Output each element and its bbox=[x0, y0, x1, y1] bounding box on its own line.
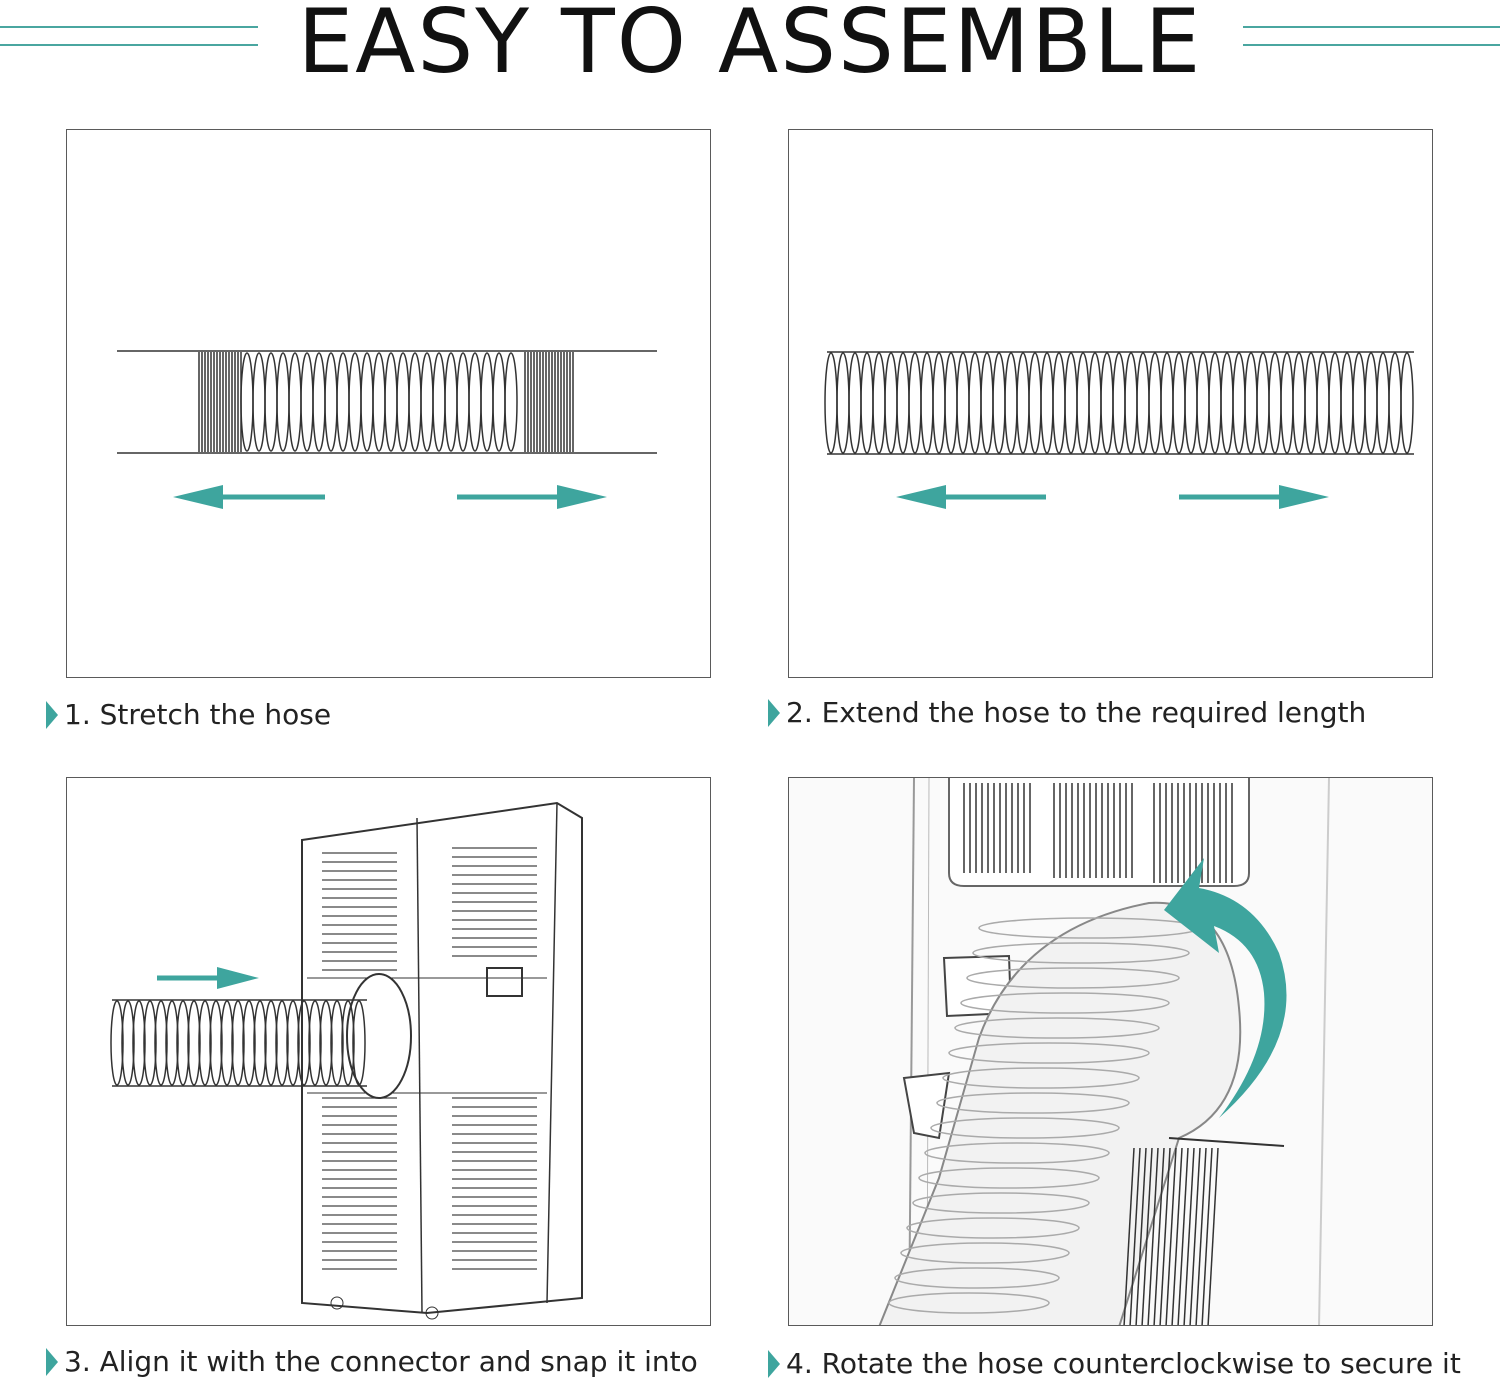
arrow-right-icon bbox=[1179, 485, 1329, 509]
step-marker-icon bbox=[768, 698, 780, 727]
air-conditioner-unit-drawing bbox=[110, 801, 583, 1320]
arrow-left-icon bbox=[896, 485, 1046, 509]
decor-line-left-top bbox=[0, 26, 258, 28]
step-4-caption-text: 4. Rotate the hose counterclockwise to s… bbox=[786, 1347, 1461, 1380]
step-1-caption: 1. Stretch the hose bbox=[46, 698, 331, 731]
step-marker-icon bbox=[46, 700, 58, 729]
decor-line-right-top bbox=[1243, 26, 1500, 28]
step-2-caption-text: 2. Extend the hose to the required lengt… bbox=[786, 696, 1367, 729]
page-title: EASY TO ASSEMBLE bbox=[297, 0, 1203, 93]
step-1-caption-text: 1. Stretch the hose bbox=[64, 698, 332, 731]
rotate-counterclockwise-arrow-icon bbox=[1164, 858, 1287, 1118]
step-4-illustration bbox=[788, 777, 1433, 1326]
step-2-illustration bbox=[788, 129, 1433, 678]
decor-line-left-bottom bbox=[0, 44, 258, 46]
arrow-left-icon bbox=[173, 485, 325, 509]
arrow-right-icon bbox=[457, 485, 607, 509]
stretched-hose-drawing bbox=[117, 350, 657, 454]
extended-hose-drawing bbox=[824, 351, 1414, 455]
step-3-caption: 3. Align it with the connector and snap … bbox=[46, 1345, 698, 1378]
step-3-illustration bbox=[66, 777, 711, 1326]
step-3-caption-text: 3. Align it with the connector and snap … bbox=[64, 1345, 698, 1378]
decor-line-right-bottom bbox=[1243, 44, 1500, 46]
step-4-caption: 4. Rotate the hose counterclockwise to s… bbox=[768, 1347, 1461, 1380]
step-2-caption: 2. Extend the hose to the required lengt… bbox=[768, 696, 1366, 729]
hose-connection-closeup-drawing bbox=[789, 778, 1432, 1325]
step-marker-icon bbox=[768, 1349, 780, 1378]
arrow-right-icon bbox=[157, 967, 259, 989]
step-marker-icon bbox=[46, 1347, 58, 1376]
step-1-illustration bbox=[66, 129, 711, 678]
